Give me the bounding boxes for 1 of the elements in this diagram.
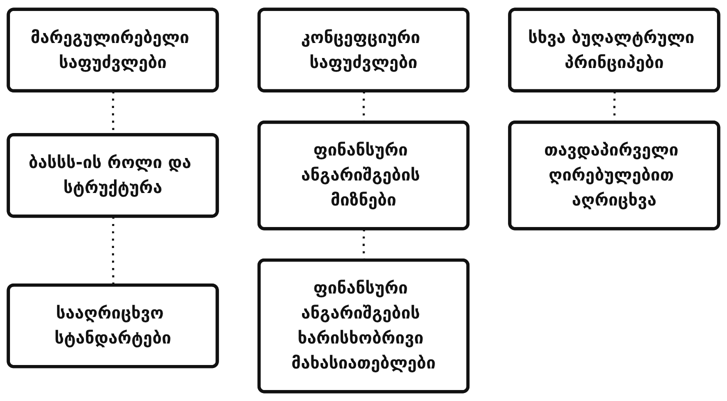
connector — [112, 216, 114, 286]
